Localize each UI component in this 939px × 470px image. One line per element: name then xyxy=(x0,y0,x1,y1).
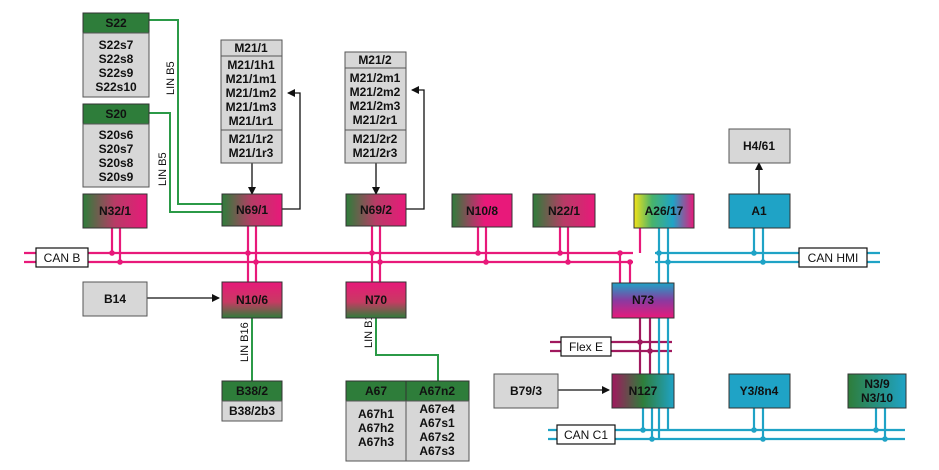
s22-item: S22s8 xyxy=(99,52,134,66)
a67n2-item: A67s1 xyxy=(419,416,455,430)
a67-header: A67 xyxy=(365,384,387,398)
group-b38-2[interactable]: B38/2 B38/2b3 xyxy=(221,380,283,422)
node-y3-8n4-label: Y3/8n4 xyxy=(740,384,779,398)
can-b-bus xyxy=(24,226,642,283)
flex-e-junctions xyxy=(637,339,653,354)
node-n69-1[interactable]: N69/1 xyxy=(221,193,283,227)
can-b-junctions xyxy=(109,250,633,265)
m21-1-item: M21/1r1 xyxy=(229,114,274,128)
node-n3-9-label: N3/9 xyxy=(864,377,890,391)
s20-item: S20s7 xyxy=(99,142,134,156)
a67-item: A67h2 xyxy=(358,421,394,435)
node-a26-17[interactable]: A26/17 xyxy=(633,193,695,229)
a67n2-item: A67s2 xyxy=(419,430,455,444)
m21-2-item: M21/2m2 xyxy=(350,85,401,99)
a67-item: A67h1 xyxy=(358,407,394,421)
node-b14[interactable]: B14 xyxy=(82,281,148,317)
m21-2-item: M21/2r1 xyxy=(353,113,398,127)
node-n69-1-label: N69/1 xyxy=(236,203,268,217)
a67-item: A67h3 xyxy=(358,435,394,449)
flex-e-label-text: Flex E xyxy=(569,340,603,354)
a67n2-header: A67n2 xyxy=(419,384,455,398)
group-s20[interactable]: S20 S20s6 S20s7 S20s8 S20s9 xyxy=(82,103,150,188)
node-a1[interactable]: A1 xyxy=(728,193,791,229)
m21-1-header: M21/1 xyxy=(234,41,268,55)
node-y3-8n4[interactable]: Y3/8n4 xyxy=(728,373,791,409)
node-h4-61-label: H4/61 xyxy=(743,139,775,153)
node-b79-3-label: B79/3 xyxy=(510,384,542,398)
s20-item: S20s8 xyxy=(99,156,134,170)
node-n73[interactable]: N73 xyxy=(611,282,675,319)
node-n70-label: N70 xyxy=(365,293,387,307)
node-a1-label: A1 xyxy=(751,204,767,218)
node-n73-label: N73 xyxy=(632,293,654,307)
group-m21-1[interactable]: M21/1 M21/1h1 M21/1m1 M21/1m2 M21/1m3 M2… xyxy=(220,39,283,164)
can-hmi-junctions xyxy=(656,250,766,265)
node-n22-1-label: N22/1 xyxy=(548,204,580,218)
b38-2-header: B38/2 xyxy=(236,384,268,398)
s20-header: S20 xyxy=(105,107,127,121)
m21-1-item: M21/1m2 xyxy=(226,86,277,100)
group-m21-2[interactable]: M21/2 M21/2m1 M21/2m2 M21/2m3 M21/2r1 M2… xyxy=(344,51,407,164)
node-n32-1-label: N32/1 xyxy=(99,204,131,218)
m21-1-item: M21/1r2 xyxy=(229,132,274,146)
node-h4-61[interactable]: H4/61 xyxy=(728,128,791,164)
node-n69-2[interactable]: N69/2 xyxy=(345,193,407,227)
lin-b5-lower-label: LIN B5 xyxy=(157,152,169,186)
node-n70[interactable]: N70 xyxy=(345,281,407,319)
lin-b5-top-label: LIN B5 xyxy=(165,61,177,95)
node-n10-8-label: N10/8 xyxy=(466,204,498,218)
can-b-label-text: CAN B xyxy=(44,251,81,265)
m21-1-item: M21/1h1 xyxy=(227,58,275,72)
s22-item: S22s9 xyxy=(99,66,134,80)
node-n10-8[interactable]: N10/8 xyxy=(451,193,513,228)
m21-2-item: M21/2r3 xyxy=(353,146,398,160)
flex-e-label: Flex E xyxy=(560,336,612,357)
lin-lines xyxy=(149,19,439,381)
node-n22-1[interactable]: N22/1 xyxy=(532,193,596,228)
s20-item: S20s6 xyxy=(99,128,134,142)
a67n2-item: A67e4 xyxy=(419,402,455,416)
node-n3-10-label: N3/10 xyxy=(861,391,893,405)
m21-2-item: M21/2m3 xyxy=(350,99,401,113)
node-n3-9-n3-10[interactable]: N3/9 N3/10 xyxy=(847,373,907,409)
node-b14-label: B14 xyxy=(104,292,126,306)
group-s22[interactable]: S22 S22s7 S22s8 S22s9 S22s10 xyxy=(82,12,150,98)
lin-b16-label: LIN B16 xyxy=(239,322,251,362)
s22-item: S22s10 xyxy=(95,80,137,94)
signal-arrows xyxy=(147,86,763,394)
s22-header: S22 xyxy=(105,16,127,30)
group-a67n2[interactable]: A67n2 A67e4 A67s1 A67s2 A67s3 xyxy=(405,380,470,462)
node-n127-label: N127 xyxy=(629,384,658,398)
s20-item: S20s9 xyxy=(99,170,134,184)
s22-item: S22s7 xyxy=(99,38,134,52)
node-b79-3[interactable]: B79/3 xyxy=(493,373,559,409)
m21-2-item: M21/2r2 xyxy=(353,132,398,146)
a67n2-item: A67s3 xyxy=(419,444,455,458)
node-n32-1[interactable]: N32/1 xyxy=(82,193,148,229)
m21-2-header: M21/2 xyxy=(358,53,392,67)
can-hmi-label-text: CAN HMI xyxy=(808,251,859,265)
can-c1-label-text: CAN C1 xyxy=(564,428,608,442)
node-n10-6[interactable]: N10/6 xyxy=(221,281,283,319)
m21-1-item: M21/1m3 xyxy=(226,100,277,114)
node-n69-2-label: N69/2 xyxy=(360,203,392,217)
node-n10-6-label: N10/6 xyxy=(236,293,268,307)
can-c1-junctions xyxy=(640,427,888,442)
node-a26-17-label: A26/17 xyxy=(645,204,684,218)
can-c1-label: CAN C1 xyxy=(556,424,616,445)
group-a67[interactable]: A67 A67h1 A67h2 A67h3 xyxy=(345,380,407,462)
node-n127[interactable]: N127 xyxy=(611,373,675,409)
can-hmi-label: CAN HMI xyxy=(798,247,868,268)
m21-1-item: M21/1r3 xyxy=(229,146,274,160)
can-b-label: CAN B xyxy=(35,247,89,268)
m21-2-item: M21/2m1 xyxy=(350,71,401,85)
b38-2-item: B38/2b3 xyxy=(229,404,275,418)
m21-1-item: M21/1m1 xyxy=(226,72,277,86)
